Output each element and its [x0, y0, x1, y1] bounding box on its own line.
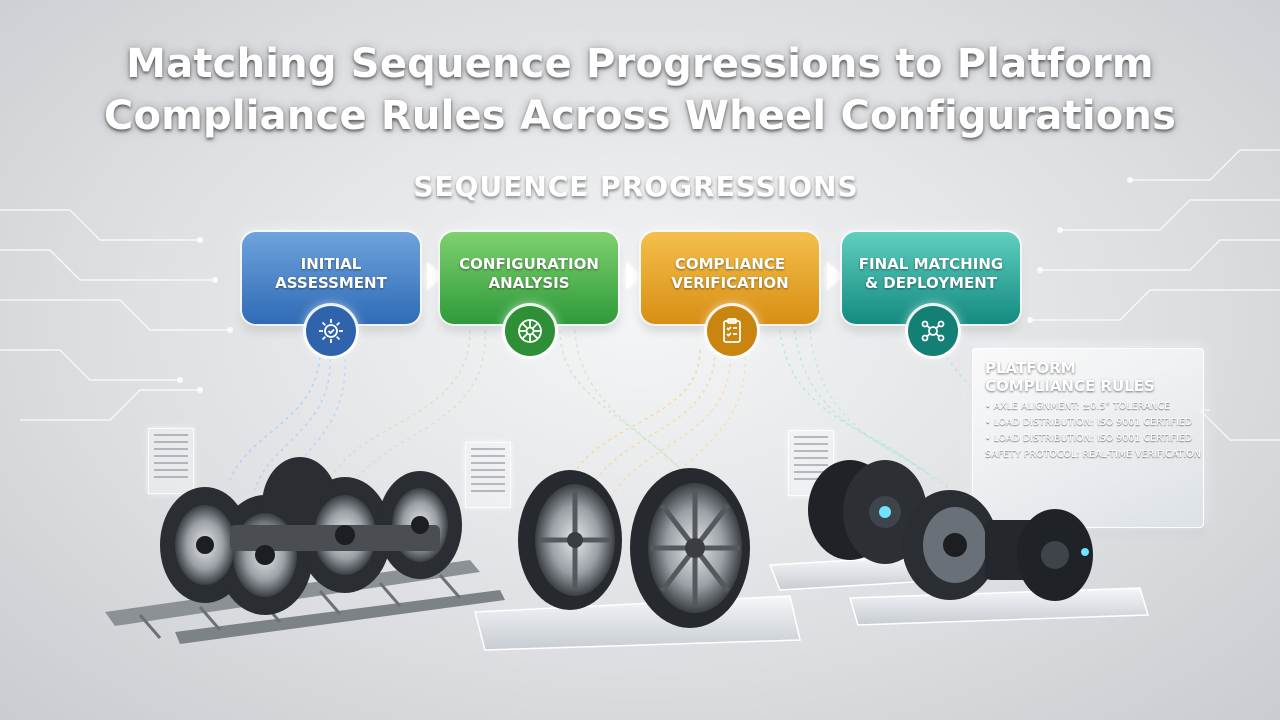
rule-item: SAFETY PROTOCOL: REAL-TIME VERIFICATION — [985, 449, 1201, 460]
checklist-icon — [707, 306, 757, 356]
alloy-wheels — [474, 468, 801, 651]
rule-item: • LOAD DISTRIBUTION: ISO 9001 CERTIFIED — [985, 417, 1193, 428]
network-icon — [908, 306, 958, 356]
step-label-line1: CONFIGURATION — [459, 255, 599, 273]
data-card — [148, 428, 194, 494]
arrow-right-icon — [626, 262, 642, 290]
step-label-line2: ANALYSIS — [488, 274, 570, 292]
page-title: Matching Sequence Progressions to Platfo… — [0, 38, 1280, 142]
data-card — [465, 442, 511, 508]
page-title-line2: Compliance Rules Across Wheel Configurat… — [103, 93, 1177, 139]
rules-title-line1: PLATFORM — [985, 359, 1076, 377]
wheel-icon — [505, 306, 555, 356]
motor-hub-assemblies — [768, 460, 1149, 626]
rules-title-line2: COMPLIANCE RULES — [985, 377, 1155, 395]
step-label-line1: FINAL MATCHING — [858, 255, 1004, 273]
step-label-line2: & DEPLOYMENT — [864, 274, 998, 292]
arrow-right-icon — [827, 262, 843, 290]
gear-check-icon — [306, 306, 356, 356]
page-title-line1: Matching Sequence Progressions to Platfo… — [126, 41, 1154, 87]
rules-panel-title: PLATFORM COMPLIANCE RULES — [985, 359, 1193, 395]
step-label-line2: ASSESSMENT — [275, 274, 387, 292]
railway-bogie — [160, 457, 462, 615]
step-label-line1: COMPLIANCE — [674, 255, 786, 273]
step-label-line1: INITIAL — [300, 255, 362, 273]
rule-item: • AXLE ALIGNMENT: ±0.5° TOLERANCE — [985, 401, 1171, 412]
rule-item: • LOAD DISTRIBUTION: ISO 9001 CERTIFIED — [985, 433, 1193, 444]
compliance-rules-panel: PLATFORM COMPLIANCE RULES • AXLE ALIGNME… — [972, 348, 1204, 528]
step-label-line2: VERIFICATION — [671, 274, 789, 292]
arrow-right-icon — [427, 262, 443, 290]
rules-list: • AXLE ALIGNMENT: ±0.5° TOLERANCE • LOAD… — [985, 401, 1201, 461]
section-heading: SEQUENCE PROGRESSIONS — [413, 170, 859, 203]
